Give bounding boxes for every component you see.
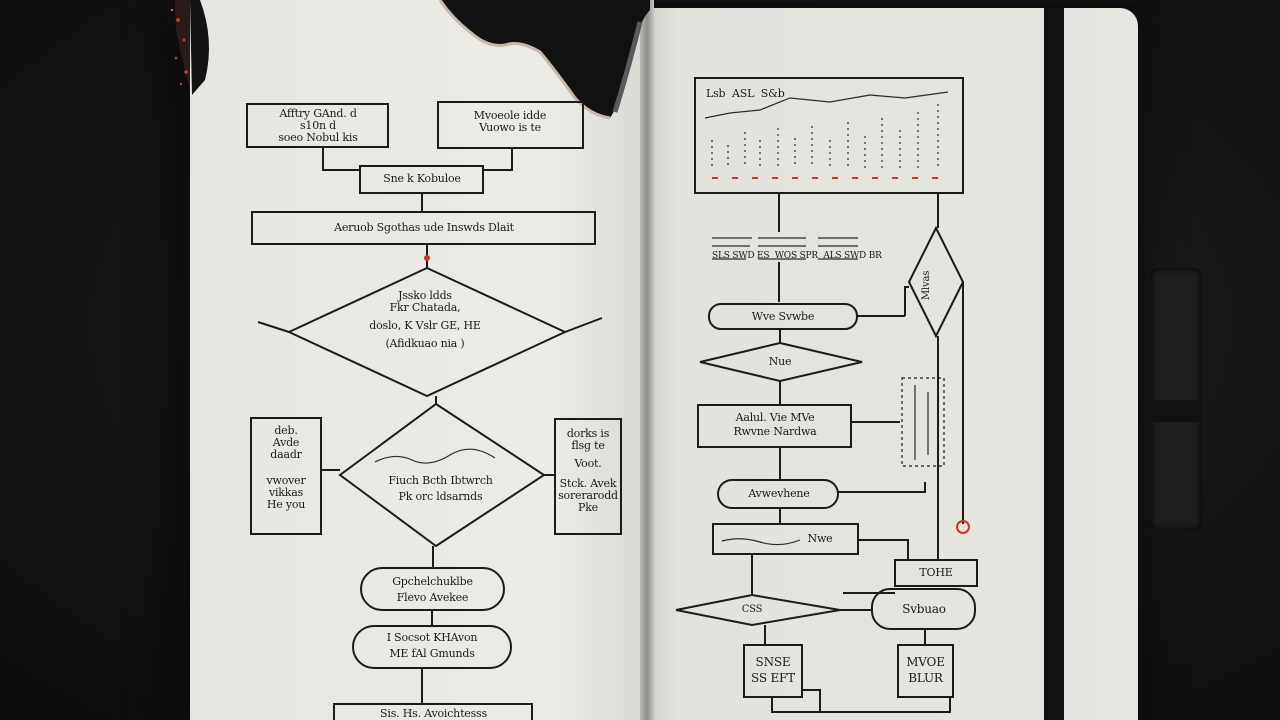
- closure-strap: [1150, 268, 1202, 530]
- pill-top-text: Wve Svwbe: [751, 310, 815, 323]
- box-side-left-text: deb. Avde daadr vwover vikkas He you: [266, 424, 306, 511]
- box-mid-text: Aalul. Vie MVe Rwvne Nardwa: [733, 411, 817, 438]
- box-top-right-text: Mvoeole idde Vuowo is te: [473, 109, 547, 134]
- pill-mid-text: Avwevhene: [748, 487, 810, 500]
- diamond-second-text: Fiuch Bcth Ibtwrch Pk orc ldsarnds: [388, 474, 493, 503]
- box-lower-text: Nwe: [807, 532, 833, 545]
- pill-two-text: I Socsot KHAvon ME fAl Gmunds: [386, 631, 478, 660]
- pill-one-text: Gpchelchuklbe Flevo Avekee: [392, 575, 473, 604]
- text-rows: SLS SWD ES WOS SPR ALS SWD BR: [712, 251, 882, 261]
- diamond-small-text: Nue: [768, 355, 792, 368]
- box-top-left-text: Afftry GAnd. d s10n d soeo Nobul kis: [278, 107, 358, 144]
- box-bottom-left-text: SNSE SS EFT: [751, 655, 795, 685]
- left-page: [190, 0, 645, 720]
- diamond-bottom-text: CSS: [741, 604, 763, 615]
- box-tohe-text: TOHE: [919, 566, 953, 579]
- box-merge-text: Sne k Kobuloe: [383, 172, 461, 185]
- strap-gap: [1150, 400, 1202, 422]
- bottom-box-text: Sis. Hs. Avoichtesss: [380, 707, 487, 720]
- box-svs-text: Svbuao: [902, 602, 946, 616]
- bar-wide-text: Aeruob Sgothas ude Inswds Dlait: [334, 221, 514, 234]
- box-side-right-text: dorks is flsg te Voot. Stck. Avek sorera…: [558, 427, 618, 514]
- page-gutter: [640, 0, 654, 720]
- chart-header-text: Lsb ASL S&b: [706, 87, 785, 100]
- diamond-right-text: Mlvas: [921, 270, 932, 300]
- diamond-main-text: Jssko ldds Fkr Chatada, doslo, K Vslr GE…: [369, 289, 481, 350]
- box-bottom-right-text: MVOE BLUR: [906, 655, 945, 685]
- elastic-band: [1044, 8, 1064, 720]
